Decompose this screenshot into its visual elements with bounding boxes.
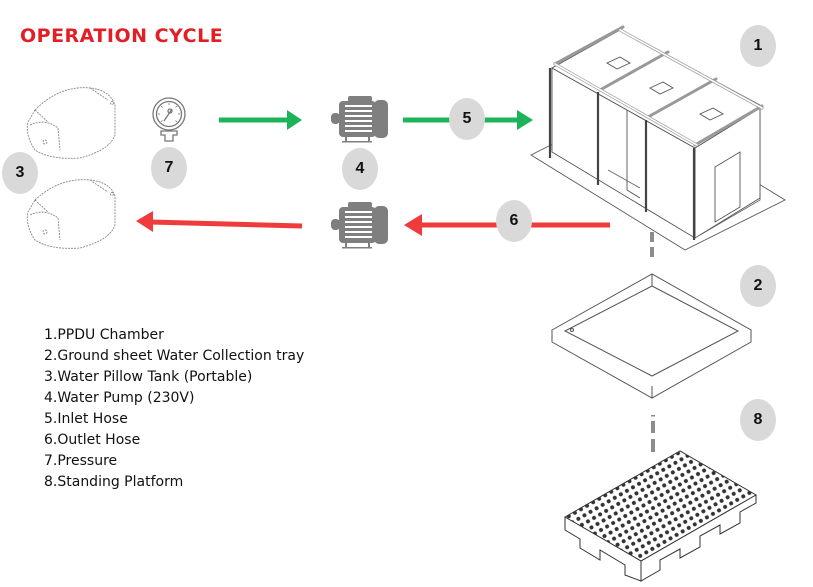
diagram-title: OPERATION CYCLE: [20, 25, 224, 47]
badge-4: 4: [342, 148, 378, 190]
legend-item: 1.PPDU Chamber: [44, 327, 164, 343]
legend-item: 5.Inlet Hose: [44, 411, 128, 427]
legend-item: 6.Outlet Hose: [44, 432, 141, 448]
legend-item: 3.Water Pillow Tank (Portable): [44, 369, 253, 385]
badge-2: 2: [740, 265, 776, 307]
inlet-arrow-icon: [219, 110, 302, 130]
badge-3: 3: [2, 152, 38, 194]
connector-dash: [651, 415, 655, 452]
pump-icon: [331, 96, 388, 143]
pillow-tank-icon: [26, 87, 116, 159]
legend-item: 4.Water Pump (230V): [44, 390, 195, 406]
pump-icon: [331, 202, 388, 249]
component-legend: 1.PPDU Chamber 2.Ground sheet Water Coll…: [44, 325, 304, 493]
platform-icon: [563, 450, 758, 582]
badge-8: 8: [740, 399, 776, 441]
connector-dash: [650, 232, 654, 257]
badge-5: 5: [449, 98, 485, 140]
chamber-icon: [530, 25, 786, 251]
legend-item: 8.Standing Platform: [44, 474, 184, 490]
legend-item: 7.Pressure: [44, 453, 118, 469]
badge-6: 6: [496, 200, 532, 242]
pressure-gauge-icon: [152, 97, 186, 142]
badge-7: 7: [151, 147, 187, 189]
outlet-arrow-icon: [136, 211, 303, 232]
legend-item: 2.Ground sheet Water Collection tray: [44, 348, 305, 364]
badge-1: 1: [740, 25, 776, 67]
tray-icon: [550, 273, 753, 399]
pillow-tank-icon: [26, 179, 116, 249]
